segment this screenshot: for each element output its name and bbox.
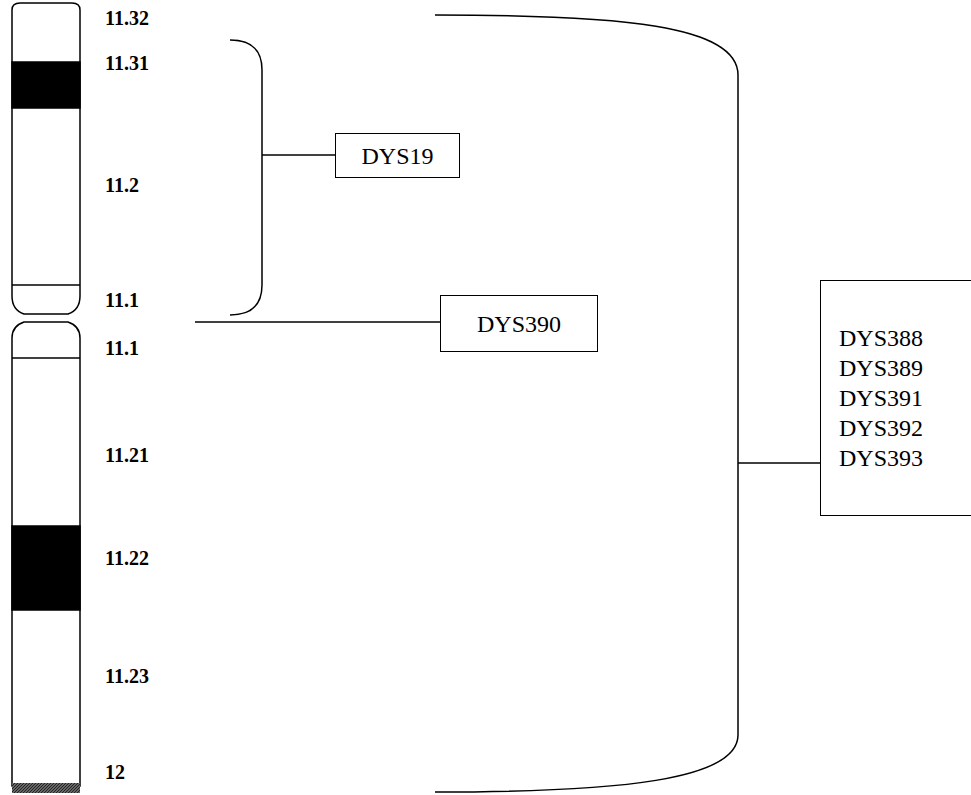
locus-name: DYS393 [839,443,923,473]
band-label: 11.32 [103,6,151,30]
locus-box: DYS19 [335,133,460,178]
band-label: 11.1 [103,288,141,312]
locus-name: DYS391 [839,383,923,413]
leader-line [262,154,335,156]
bracket [435,15,738,792]
band-label: 11.22 [103,546,151,570]
band-label: 11.1 [103,336,141,360]
band-label: 11.21 [103,443,151,467]
band-label: 11.23 [103,664,151,688]
band-label: 12 [103,760,127,784]
leader-line [738,462,820,464]
locus-box: DYS388DYS389DYS391DYS392DYS393 [820,280,971,516]
locus-name: DYS390 [477,309,561,339]
band-label: 11.2 [103,173,141,197]
band-label: 11.31 [103,51,151,75]
locus-box: DYS390 [440,295,598,352]
locus-name: DYS392 [839,413,923,443]
locus-name: DYS19 [361,141,433,171]
locus-name: DYS389 [839,353,923,383]
leader-line [195,321,440,323]
bracket [230,40,262,315]
chromosome [12,3,80,793]
locus-name: DYS388 [839,323,923,353]
